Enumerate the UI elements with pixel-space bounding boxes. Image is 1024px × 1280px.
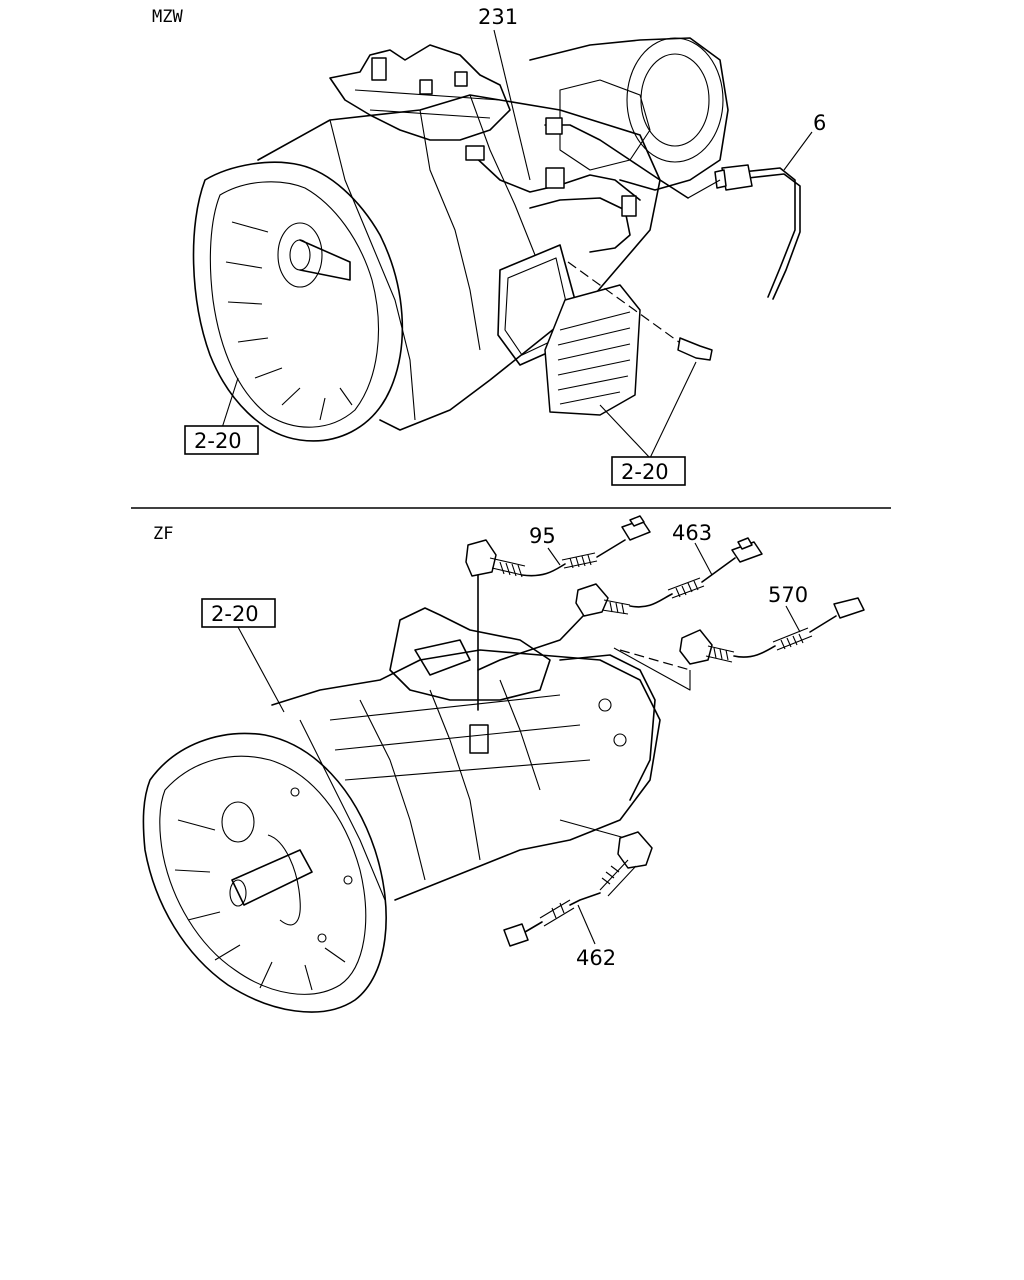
- leader-570: [785, 605, 801, 633]
- leader-463: [694, 542, 713, 576]
- mzw-transmission-illustration: [192, 37, 801, 442]
- sensor-95-illustration: [465, 515, 651, 578]
- ref-label-cover-upper: 2-20: [621, 460, 669, 484]
- ref-label-housing-lower: 2-20: [211, 602, 259, 626]
- ref-box-housing-upper: 2-20: [184, 425, 259, 455]
- callout-463: 463: [672, 521, 712, 545]
- zf-transmission-illustration: [142, 571, 691, 1013]
- sensor-462-illustration: [503, 831, 653, 947]
- section-label-mzw: MZW: [152, 7, 183, 27]
- leader-ref-housing-lower: [237, 626, 285, 713]
- sensor-463-illustration: [575, 537, 763, 617]
- sensor-570-illustration: [679, 597, 865, 665]
- ref-box-cover-upper: 2-20: [611, 456, 686, 486]
- leader-ref-housing-upper: [221, 377, 239, 429]
- ref-label-housing-upper: 2-20: [194, 429, 242, 453]
- leader-6: [783, 131, 813, 171]
- callout-6: 6: [813, 111, 826, 135]
- callout-570: 570: [768, 583, 808, 607]
- leader-95: [547, 547, 561, 566]
- callout-95: 95: [529, 524, 556, 548]
- leader-231: [493, 29, 531, 181]
- leader-462: [577, 904, 596, 945]
- callout-231: 231: [478, 5, 518, 29]
- ref-box-housing-lower: 2-20: [201, 598, 276, 628]
- section-label-zf: ZF: [153, 524, 173, 544]
- callout-462: 462: [576, 946, 616, 970]
- leader-ref-cover-b: [649, 361, 697, 459]
- leader-ref-cover-a: [599, 404, 651, 459]
